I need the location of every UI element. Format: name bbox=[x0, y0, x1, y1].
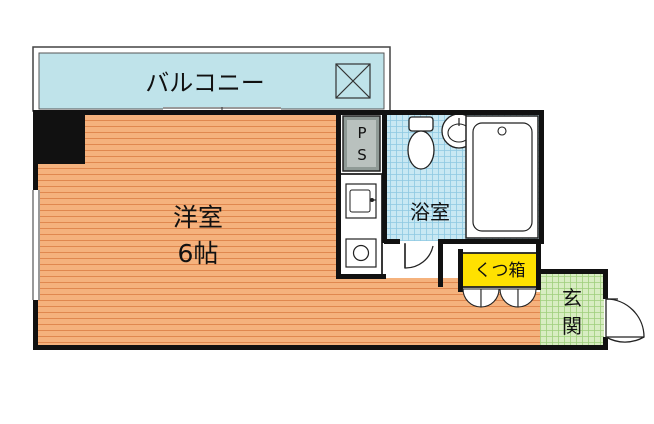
entrance-door bbox=[605, 298, 645, 343]
entrance-label-2: 関 bbox=[562, 314, 582, 338]
stove-icon bbox=[345, 238, 377, 268]
balcony-label: バルコニー bbox=[145, 69, 265, 97]
kitchen-counter bbox=[339, 173, 383, 279]
western-room-label: 洋室 bbox=[173, 203, 223, 232]
entrance-label-1: 玄 bbox=[562, 286, 582, 310]
entrance: 玄 関 bbox=[540, 273, 604, 346]
balcony: バルコニー bbox=[32, 46, 391, 112]
pipe-space-label-1: P bbox=[357, 124, 366, 142]
bathroom-door bbox=[404, 243, 434, 269]
kitchen-sink-icon bbox=[345, 183, 377, 219]
bathtub-icon bbox=[465, 115, 539, 239]
shoe-box-label: くつ箱 bbox=[475, 261, 526, 281]
walls bbox=[33, 110, 608, 350]
western-room: 洋室 6帖 bbox=[38, 113, 540, 346]
pipe-space: P S bbox=[342, 115, 381, 172]
left-window bbox=[32, 190, 40, 300]
western-room-size: 6帖 bbox=[178, 239, 219, 268]
toilet-icon bbox=[407, 116, 435, 170]
balcony-drain-icon bbox=[335, 63, 371, 99]
shoe-box-doors bbox=[462, 288, 537, 308]
pipe-space-label-2: S bbox=[357, 146, 367, 164]
shoe-box: くつ箱 bbox=[461, 252, 539, 288]
western-room-floor bbox=[38, 113, 540, 346]
bathroom: 浴室 bbox=[386, 113, 540, 241]
bathroom-label: 浴室 bbox=[410, 200, 450, 224]
